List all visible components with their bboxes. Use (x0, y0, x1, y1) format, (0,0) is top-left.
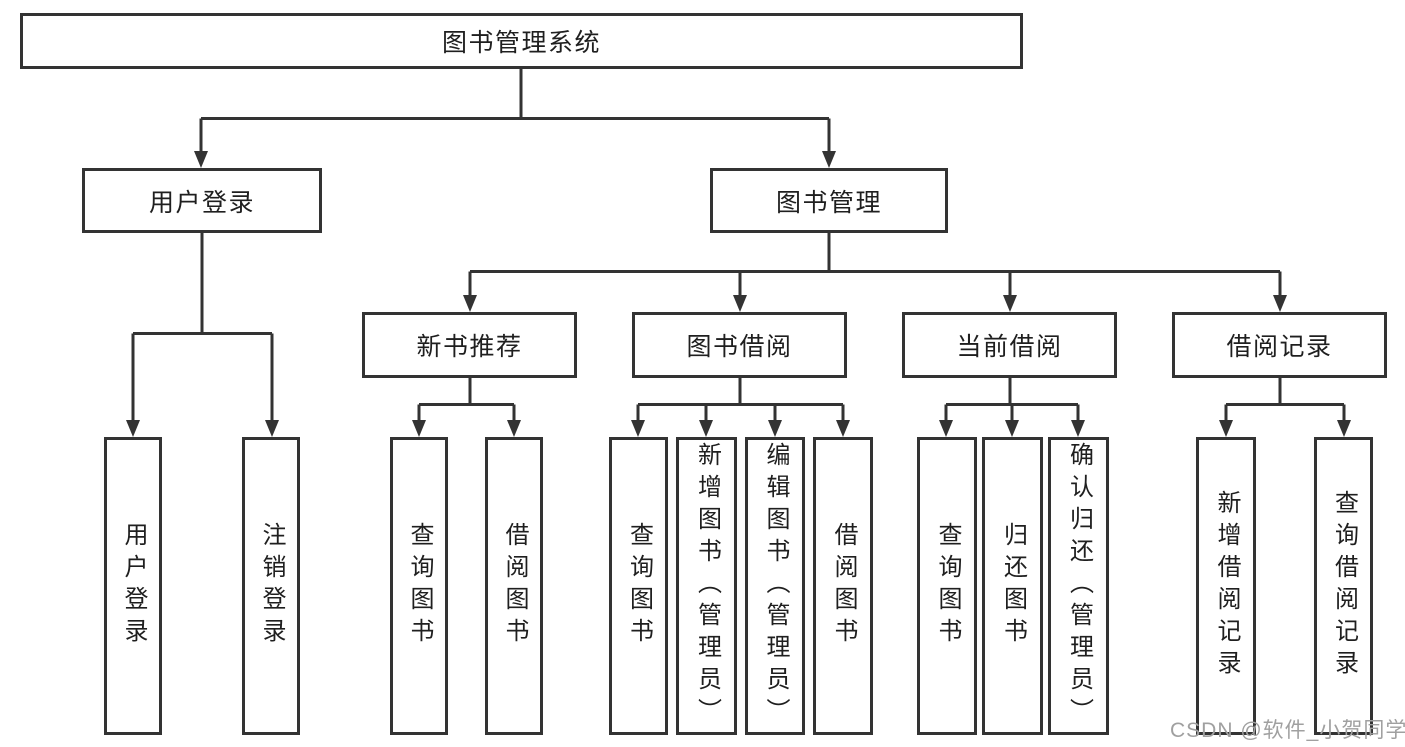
node-user-login: 用户登录 (82, 168, 322, 233)
arrow-down-icon (768, 420, 782, 437)
arrow-down-icon (1005, 420, 1019, 437)
leaf-borrow-borrow-books: 借阅图书 (813, 437, 873, 735)
leaf-borrow-query-books: 查询图书 (609, 437, 668, 735)
leaf-borrow-edit-books-admin: 编辑图书（管理员） (745, 437, 805, 735)
node-new-book-recommend: 新书推荐 (362, 312, 577, 378)
arrow-down-icon (836, 420, 850, 437)
arrow-down-icon (1273, 295, 1287, 312)
leaf-current-return-books: 归还图书 (982, 437, 1043, 735)
arrow-down-icon (265, 420, 279, 437)
leaf-user-login: 用户登录 (104, 437, 162, 735)
arrow-down-icon (699, 420, 713, 437)
leaf-current-query-books: 查询图书 (917, 437, 977, 735)
arrow-down-icon (631, 420, 645, 437)
node-current-borrow: 当前借阅 (902, 312, 1117, 378)
arrow-down-icon (126, 420, 140, 437)
leaf-newbook-query-books: 查询图书 (390, 437, 448, 735)
arrow-down-icon (1219, 420, 1233, 437)
node-root-system: 图书管理系统 (20, 13, 1023, 69)
arrow-down-icon (1071, 420, 1085, 437)
arrow-down-icon (507, 420, 521, 437)
leaf-borrow-add-books-admin: 新增图书（管理员） (676, 437, 737, 735)
leaf-newbook-borrow-books: 借阅图书 (485, 437, 543, 735)
arrow-down-icon (1003, 295, 1017, 312)
node-book-borrow: 图书借阅 (632, 312, 847, 378)
arrow-down-icon (939, 420, 953, 437)
node-book-management: 图书管理 (710, 168, 948, 233)
leaf-current-confirm-return-admin: 确认归还（管理员） (1048, 437, 1109, 735)
arrow-down-icon (1337, 420, 1351, 437)
arrow-down-icon (733, 295, 747, 312)
csdn-watermark: CSDN @软件_小贺同学 (1170, 719, 1405, 742)
arrow-down-icon (194, 151, 208, 168)
leaf-record-add: 新增借阅记录 (1196, 437, 1256, 735)
leaf-record-query: 查询借阅记录 (1314, 437, 1373, 735)
node-borrow-record: 借阅记录 (1172, 312, 1387, 378)
arrow-down-icon (463, 295, 477, 312)
leaf-logout: 注销登录 (242, 437, 300, 735)
arrow-down-icon (822, 151, 836, 168)
arrow-down-icon (412, 420, 426, 437)
